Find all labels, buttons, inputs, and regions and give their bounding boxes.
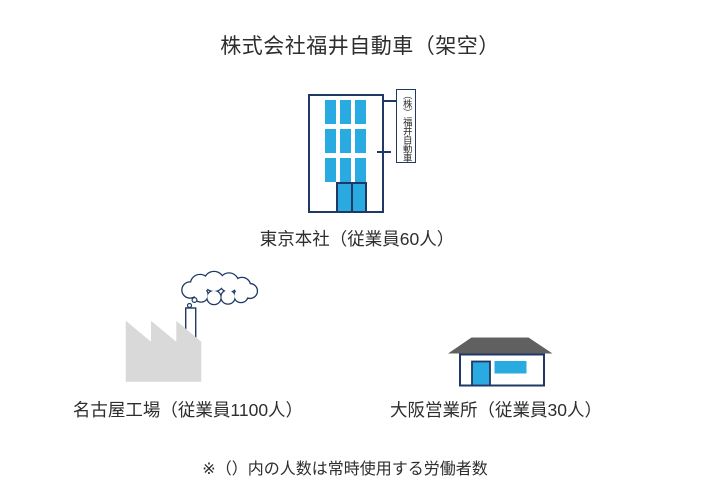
door-panel bbox=[338, 184, 353, 211]
window bbox=[355, 100, 366, 124]
window bbox=[325, 129, 336, 153]
branch-office-label: 大阪営業所（従業員30人） bbox=[390, 400, 602, 420]
sign-connector-line bbox=[383, 100, 396, 102]
building-sign: （株）福井自動車 bbox=[396, 89, 416, 163]
headquarters-label: 東京本社（従業員60人） bbox=[259, 229, 455, 249]
window bbox=[325, 158, 336, 182]
smoke-puff bbox=[191, 297, 198, 304]
door-panel bbox=[352, 184, 365, 211]
window bbox=[355, 129, 366, 153]
factory-label: 名古屋工場（従業員1100人） bbox=[72, 400, 304, 420]
house-window-icon bbox=[494, 361, 527, 374]
house-roof bbox=[448, 337, 553, 354]
page-title: 株式会社福井自動車（架空） bbox=[220, 35, 500, 58]
footnote: ※（）内の人数は常時使用する労働者数 bbox=[202, 461, 488, 478]
building-sign-text: （株）福井自動車 bbox=[400, 90, 412, 162]
window bbox=[355, 158, 366, 182]
house-icon bbox=[448, 337, 553, 387]
window bbox=[340, 129, 351, 153]
office-building-icon bbox=[308, 94, 384, 213]
window bbox=[340, 158, 351, 182]
window bbox=[325, 100, 336, 124]
window bbox=[340, 100, 351, 124]
smoke-puff bbox=[186, 302, 193, 309]
factory-body bbox=[125, 320, 202, 382]
building-door-icon bbox=[336, 182, 367, 211]
house-door-icon bbox=[471, 360, 491, 387]
building-windows bbox=[325, 100, 366, 182]
factory-icon bbox=[125, 270, 259, 382]
sign-tick-line bbox=[377, 151, 391, 153]
smoke-cloud-icon bbox=[181, 270, 259, 309]
